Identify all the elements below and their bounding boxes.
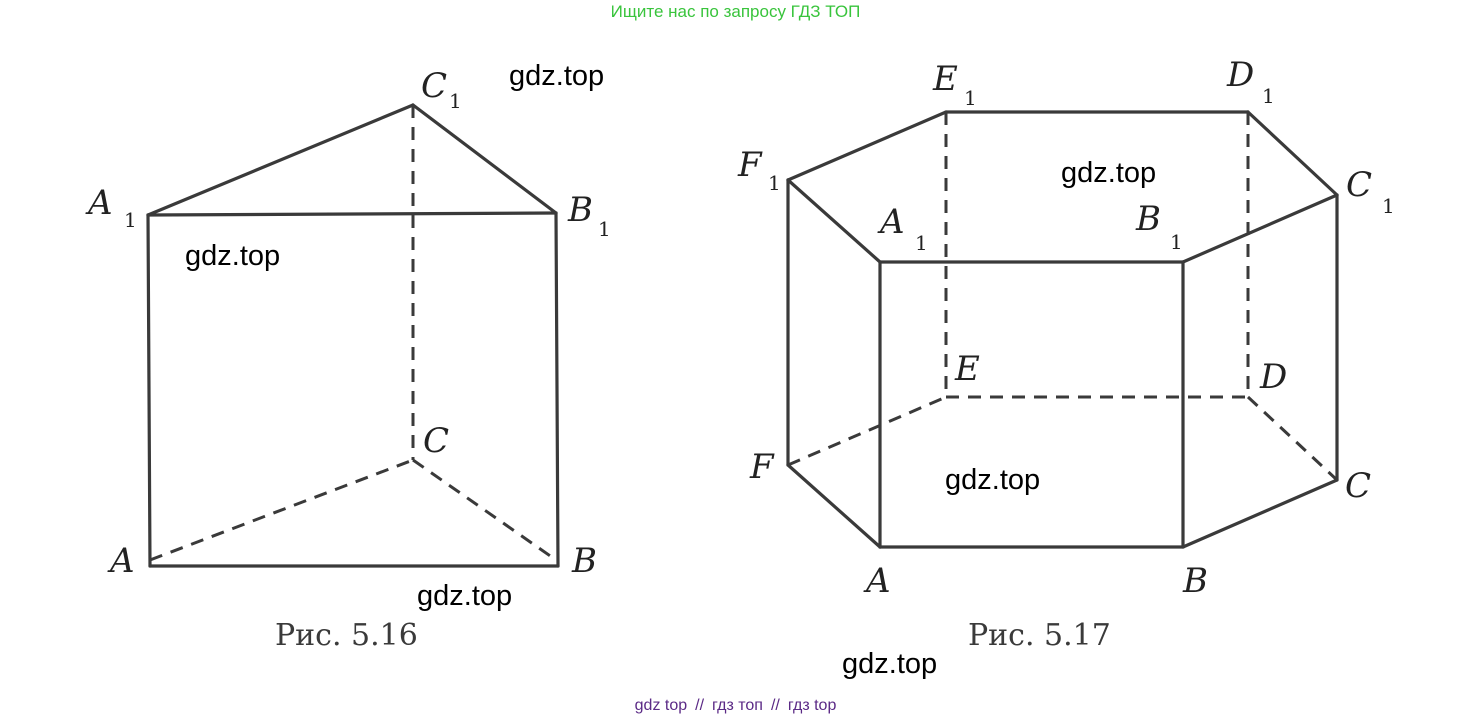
edge-c1-b1 — [411, 103, 558, 215]
vertex-label-f1: F — [737, 145, 763, 185]
vertex-label-e1: E — [932, 59, 958, 99]
vertex-label-c: C — [1345, 466, 1371, 506]
vertex-subscript-d1: 1 — [1262, 84, 1275, 108]
edge-a1-b1 — [146, 211, 558, 217]
vertex-label-d1: D — [1226, 55, 1254, 95]
vertex-subscript-b1: 1 — [598, 217, 611, 241]
watermarks: gdz.top gdz.top gdz.top gdz.top gdz.top … — [185, 60, 1156, 680]
vertex-subscript-a1: 1 — [124, 208, 137, 232]
vertex-label-a: A — [107, 541, 135, 581]
vertex-label-b1: B — [1135, 199, 1161, 239]
edge-b-b1 — [554, 211, 560, 568]
hidden-edge-c-b — [412, 458, 557, 562]
watermark: gdz.top — [842, 648, 937, 680]
edge-a1-c1 — [146, 103, 415, 217]
vertex-subscript-b1: 1 — [1170, 230, 1183, 254]
watermark: gdz.top — [417, 580, 512, 612]
top-banner: Ищите нас по запросу ГДЗ ТОП — [610, 2, 861, 21]
edge-f-a — [786, 463, 882, 549]
edge-b-c — [1181, 478, 1339, 549]
footer-separator: // — [695, 697, 705, 714]
vertex-label-a1: A — [85, 183, 113, 223]
vertex-subscript-c1: 1 — [449, 89, 462, 113]
hidden-edge-d-c — [1246, 395, 1339, 482]
figure-caption-5-17: Рис. 5.17 — [968, 618, 1111, 653]
vertex-label-d: D — [1259, 357, 1287, 397]
figure-5-16-triangular-prism: A 1 C 1 B 1 C A B Рис. 5.16 — [85, 66, 611, 653]
footer-link-gdz-top-mixed[interactable]: гдз top — [787, 697, 837, 714]
vertex-label-b: B — [1182, 561, 1208, 601]
watermark: gdz.top — [1061, 157, 1156, 189]
vertex-label-b: B — [571, 541, 597, 581]
edge-a1-f1 — [786, 178, 882, 264]
footer-links: gdz top // гдз топ // гдз top — [0, 697, 1471, 715]
edge-a-a1 — [146, 213, 152, 568]
vertex-label-c1: C — [421, 66, 447, 106]
footer-separator: // — [770, 697, 780, 714]
vertex-label-c: C — [423, 421, 449, 461]
vertex-subscript-a1: 1 — [915, 231, 928, 255]
footer-link-gdz-top[interactable]: gdz top — [634, 697, 688, 714]
footer-link-gdz-top-ru[interactable]: гдз топ — [712, 697, 763, 714]
edge-d1-c1 — [1246, 110, 1339, 197]
edge-c1-b1 — [1181, 193, 1339, 264]
vertex-label-e: E — [954, 349, 980, 389]
vertex-label-a1: A — [877, 202, 905, 242]
vertex-subscript-c1: 1 — [1382, 194, 1395, 218]
hidden-edge-a-c — [149, 458, 414, 562]
watermark: gdz.top — [185, 240, 280, 272]
figure-5-17-hexagonal-prism: F 1 E 1 D 1 C 1 A 1 B 1 E D F C A B Рис.… — [737, 55, 1395, 653]
edge-f1-e1 — [786, 110, 948, 182]
figure-caption-5-16: Рис. 5.16 — [275, 618, 418, 653]
vertex-label-c1: C — [1346, 165, 1372, 205]
hidden-edge-f-e — [787, 395, 947, 467]
vertex-label-b1: B — [567, 190, 593, 230]
vertex-label-f: F — [749, 447, 775, 487]
vertex-label-a: A — [863, 561, 891, 601]
watermark: gdz.top — [509, 60, 604, 92]
vertex-subscript-f1: 1 — [768, 171, 781, 195]
vertex-subscript-e1: 1 — [964, 86, 977, 110]
watermark: gdz.top — [945, 464, 1040, 496]
